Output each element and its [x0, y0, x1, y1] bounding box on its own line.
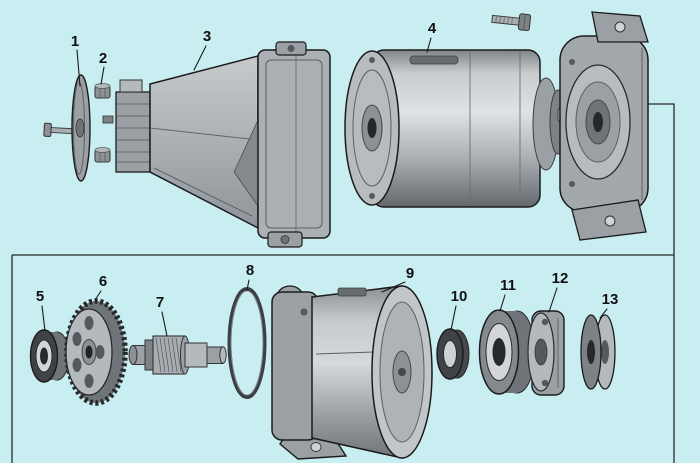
motor-end-housing — [559, 11, 649, 241]
part-13-washer-pair — [580, 314, 616, 390]
motor-vent-slot — [409, 55, 459, 65]
callout-2-label: 2 — [99, 50, 107, 67]
callout-1-label: 1 — [71, 33, 79, 50]
callout-6-label: 6 — [99, 273, 107, 290]
callout-13-label: 13 — [602, 291, 619, 308]
part-12-retainer-plate — [527, 310, 565, 396]
callout-11-label: 11 — [500, 277, 516, 294]
part-5-bearing-bushing — [29, 329, 70, 383]
callout-4-label: 4 — [428, 20, 437, 37]
callout-10-label: 10 — [451, 288, 468, 305]
callout-8: 8 — [246, 262, 254, 291]
callout-7-label: 7 — [156, 294, 164, 311]
callout-3-label: 3 — [203, 28, 211, 45]
part-11-ball-bearing — [478, 309, 536, 395]
callout-3: 3 — [193, 28, 211, 71]
callout-6: 6 — [94, 273, 107, 301]
part-4-motor-body — [344, 49, 585, 208]
callout-10: 10 — [450, 288, 468, 331]
callout-9: 9 — [381, 265, 414, 293]
callout-7: 7 — [156, 294, 168, 337]
callout-5: 5 — [36, 288, 46, 332]
callout-12: 12 — [548, 270, 569, 313]
callout-12-label: 12 — [552, 270, 569, 287]
part-7-pinion-shaft — [128, 335, 227, 375]
callouts: 1 2 3 4 5 6 7 8 — [36, 20, 619, 337]
callout-1: 1 — [71, 33, 81, 87]
callout-4: 4 — [426, 20, 437, 53]
mounting-bolt — [491, 13, 532, 32]
part-2-hex-nuts — [94, 83, 114, 163]
part-6-spur-gear — [64, 298, 128, 406]
callout-11: 11 — [499, 277, 516, 312]
subassembly-box-outline — [11, 103, 675, 463]
part-1-thin-disc-with-screw — [43, 74, 91, 182]
part-9-gear-housing-bell — [271, 285, 433, 460]
part-3-gearbox-housing — [115, 41, 331, 248]
callout-8-label: 8 — [246, 262, 254, 279]
callout-13: 13 — [599, 291, 619, 319]
callout-9-label: 9 — [406, 265, 414, 282]
callout-2: 2 — [99, 50, 107, 85]
part-10-spacer-ring — [436, 328, 470, 380]
callout-5-label: 5 — [36, 288, 44, 305]
